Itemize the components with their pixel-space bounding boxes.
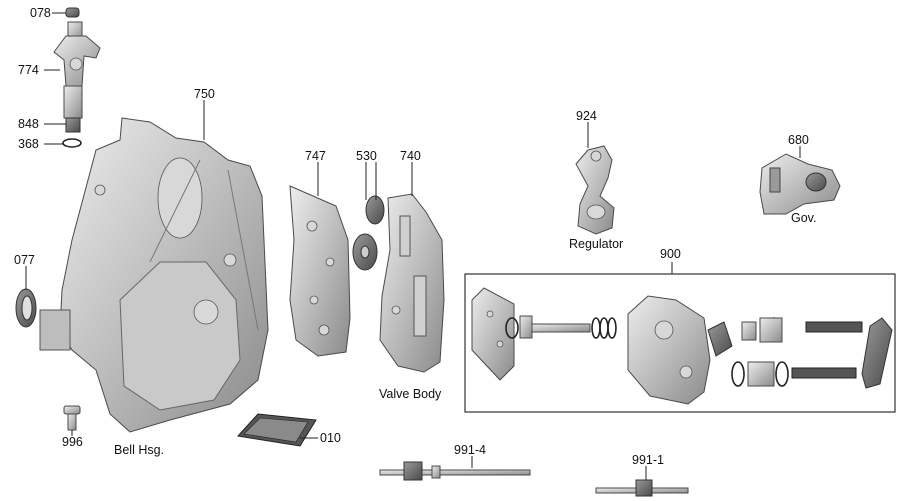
label-848: 848 — [18, 117, 39, 131]
part-captions: Bell Hsg. Valve Body Regulator Gov. — [114, 211, 816, 457]
label-010: 010 — [320, 431, 341, 445]
part-848-seal — [65, 117, 81, 133]
part-078-cap — [65, 7, 80, 18]
label-530: 530 — [356, 149, 377, 163]
caption-regulator: Regulator — [569, 237, 623, 251]
part-680-governor — [759, 153, 841, 215]
label-368: 368 — [18, 137, 39, 151]
part-747-separator-plate — [289, 185, 351, 357]
part-010-oil-strainer — [237, 413, 317, 447]
label-747: 747 — [305, 149, 326, 163]
label-991-4: 991-4 — [454, 443, 486, 457]
label-996: 996 — [62, 435, 83, 449]
label-991-1: 991-1 — [632, 453, 664, 467]
label-077: 077 — [14, 253, 35, 267]
caption-valve-body: Valve Body — [379, 387, 442, 401]
part-900-assembly-frame — [464, 273, 896, 413]
part-991-1-shaft — [595, 479, 689, 497]
label-774: 774 — [18, 63, 39, 77]
part-924-regulator — [575, 145, 615, 235]
label-740: 740 — [400, 149, 421, 163]
part-077-oil-seal — [15, 288, 37, 328]
part-750-transmission-case — [39, 117, 269, 433]
leader-lines — [25, 12, 801, 480]
part-991-4-shaft — [379, 461, 531, 481]
label-680: 680 — [788, 133, 809, 147]
label-078: 078 — [30, 6, 51, 20]
label-750: 750 — [194, 87, 215, 101]
part-774-valve-assembly — [53, 21, 101, 119]
part-368-o-ring — [62, 138, 82, 148]
caption-bell-housing: Bell Hsg. — [114, 443, 164, 457]
part-labels: 078 774 848 368 750 077 996 747 530 740 … — [14, 6, 809, 467]
label-924: 924 — [576, 109, 597, 123]
label-900: 900 — [660, 247, 681, 261]
part-530-gears — [352, 195, 385, 271]
caption-governor: Gov. — [791, 211, 816, 225]
part-900-contents — [471, 287, 893, 405]
part-740-valve-body — [379, 193, 445, 373]
part-996-bolt — [63, 405, 81, 431]
